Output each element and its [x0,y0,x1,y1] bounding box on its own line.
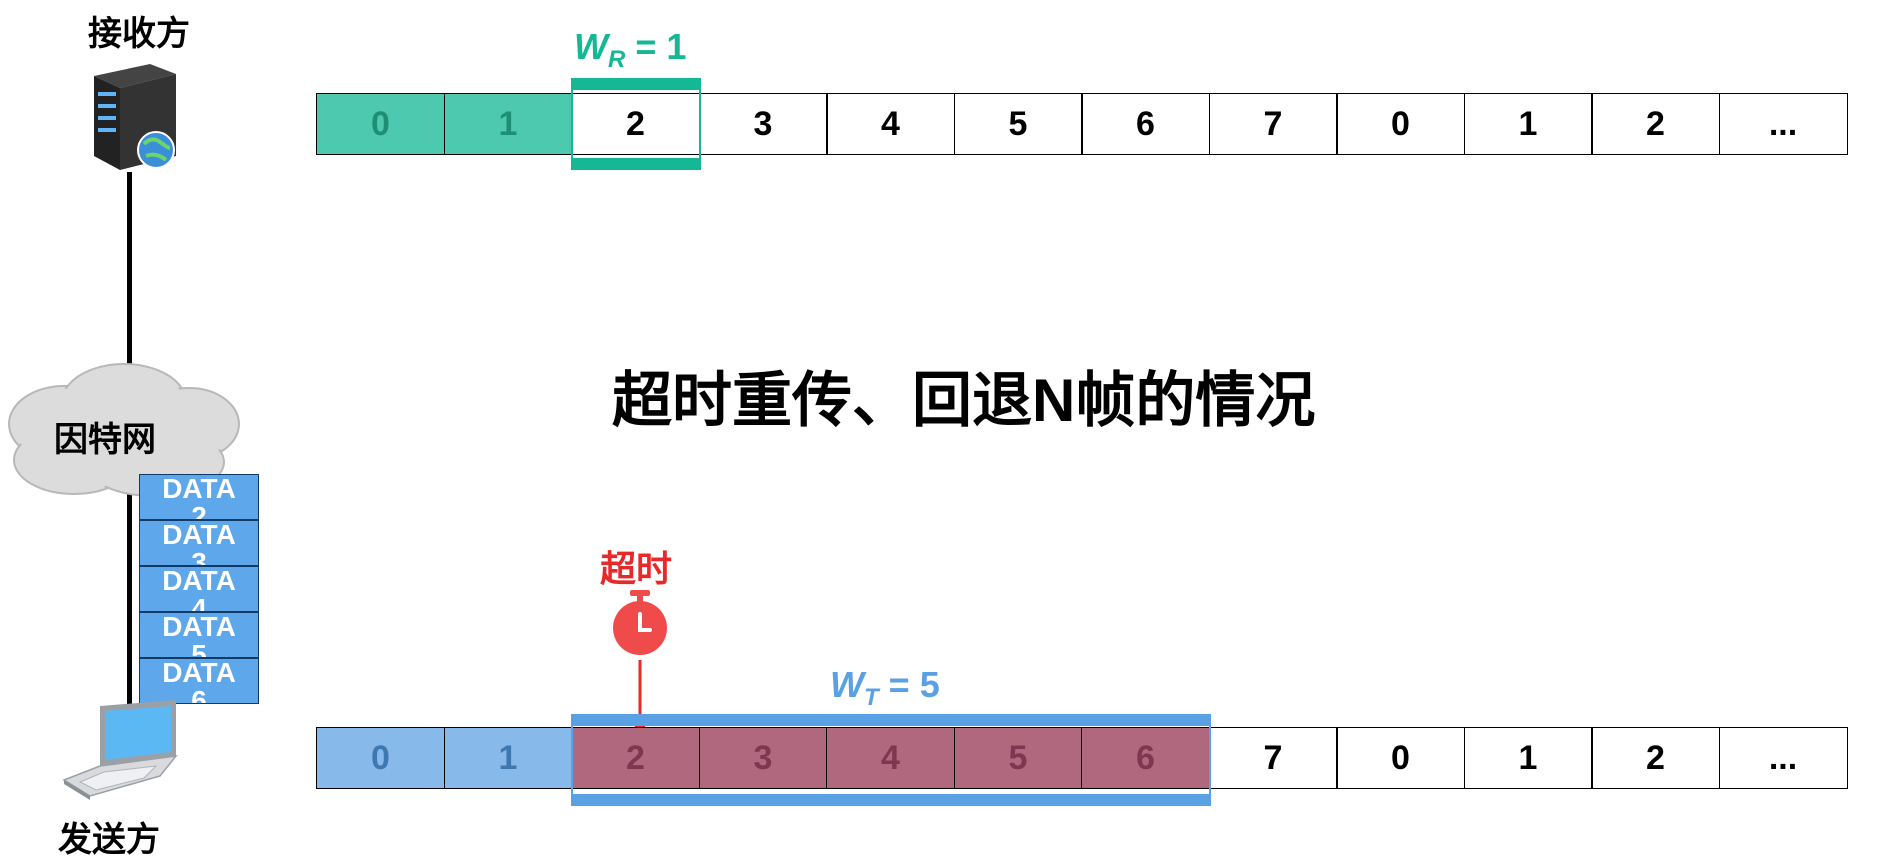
sender_sequence-cell: 4 [826,727,955,789]
receiver_sequence-cell: 5 [953,93,1083,155]
sender_sequence-cell: 0 [1336,727,1465,789]
sender-window-eq: = 5 [888,664,940,705]
server-icon [94,64,176,170]
sender_sequence-cell: ... [1718,727,1848,789]
sender_sequence-cell: 6 [1081,727,1210,789]
sender-window-subscript: T [863,684,879,712]
receiver_sequence-cell: 6 [1081,93,1210,155]
timeout-label: 超时 [600,548,673,589]
data-frame-name: DATA [162,474,236,504]
sender_sequence-cell: 0 [316,727,445,789]
laptop-icon [62,700,178,800]
sender_sequence-cell: 2 [571,727,700,789]
sender_sequence-cell: 3 [698,727,828,789]
receiver-label: 接收方 [88,15,190,53]
data-frame-number: 2 [191,501,207,520]
sender-window-frame [571,714,1211,806]
sender_sequence-cell: 5 [953,727,1083,789]
receiver_sequence-cell: 2 [1591,93,1720,155]
receiver_sequence-cell: 4 [826,93,955,155]
data-frame-name: DATA [162,520,236,550]
diagram-title: 超时重传、回退N帧的情况 [612,367,1316,434]
sender-window-symbol: W [830,664,864,705]
receiver_sequence-cell: 0 [316,93,445,155]
receiver_sequence-cell: ... [1718,93,1848,155]
receiver_sequence-cell: 1 [443,93,573,155]
receiver-window-frame [571,78,701,170]
sender_sequence-cell: 2 [1591,727,1720,789]
sender_sequence-cell: 7 [1208,727,1338,789]
stopwatch-icon [613,590,667,655]
data-frame-number: 5 [191,639,207,658]
data-frame-name: DATA [162,658,236,688]
data-frame-number: 4 [191,593,207,612]
receiver_sequence-cell: 3 [698,93,828,155]
receiver_sequence-cell: 7 [1208,93,1338,155]
data-frame-name: DATA [162,566,236,596]
sender-window-label: WT = 5 [830,664,940,712]
sender_sequence-cell: 1 [443,727,573,789]
data-frame-number: 3 [191,547,207,566]
receiver-window-eq: = 1 [635,26,687,67]
sender-label: 发送方 [58,821,160,859]
network-label: 因特网 [54,421,156,459]
receiver-window-subscript: R [607,46,626,74]
data-frame-number: 6 [191,685,207,704]
data-frame-name: DATA [162,612,236,642]
receiver_sequence-cell: 0 [1336,93,1465,155]
receiver-window-label: WR = 1 [574,26,686,74]
receiver_sequence-cell: 1 [1463,93,1593,155]
receiver-window-symbol: W [574,26,608,67]
sender_sequence-cell: 1 [1463,727,1593,789]
